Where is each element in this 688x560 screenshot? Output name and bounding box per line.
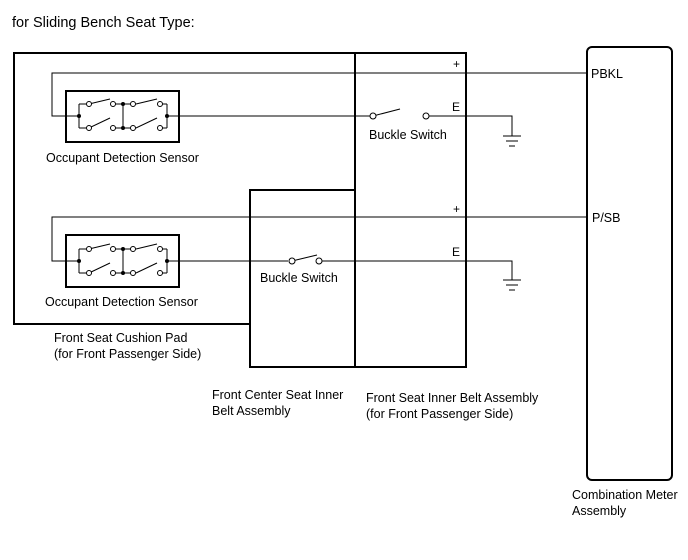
center-belt-label-line2: Belt Assembly: [212, 404, 291, 418]
terminal-e-1: E: [452, 100, 460, 114]
meter-label-line2: Assembly: [572, 504, 627, 518]
circuit-pbkl: [51, 72, 587, 147]
cushion-pad-label-line2: (for Front Passenger Side): [54, 347, 201, 361]
ground-symbol-1: [503, 135, 521, 147]
seat-belt-label-line1: Front Seat Inner Belt Assembly: [366, 391, 539, 405]
terminal-plus-1: +: [453, 57, 460, 71]
seat-belt-label-line2: (for Front Passenger Side): [366, 407, 513, 421]
buckle-switch-2: [288, 254, 323, 265]
buckle-switch-1: [369, 108, 430, 120]
combination-meter-box: [586, 46, 673, 481]
circuit-psb: [51, 216, 587, 291]
seat-belt-box: [354, 52, 467, 368]
sensor-1-switches: [66, 98, 179, 131]
cushion-pad-label-line1: Front Seat Cushion Pad: [54, 331, 187, 345]
diagram-title: for Sliding Bench Seat Type:: [12, 15, 195, 31]
sensor-label-2: Occupant Detection Sensor: [45, 295, 198, 309]
buckle-switch-label-2: Buckle Switch: [260, 271, 338, 285]
sensor-2-switches: [66, 243, 179, 276]
terminal-plus-2: +: [453, 202, 460, 216]
cushion-pad-box: [13, 52, 355, 325]
terminal-psb: P/SB: [592, 211, 621, 225]
buckle-switch-label-1: Buckle Switch: [369, 128, 447, 142]
sensor-label-1: Occupant Detection Sensor: [46, 151, 199, 165]
terminal-e-2: E: [452, 245, 460, 259]
ground-symbol-2: [503, 279, 521, 291]
terminal-pbkl: PBKL: [591, 67, 623, 81]
meter-label-line1: Combination Meter: [572, 488, 678, 502]
center-belt-label-line1: Front Center Seat Inner: [212, 388, 343, 402]
